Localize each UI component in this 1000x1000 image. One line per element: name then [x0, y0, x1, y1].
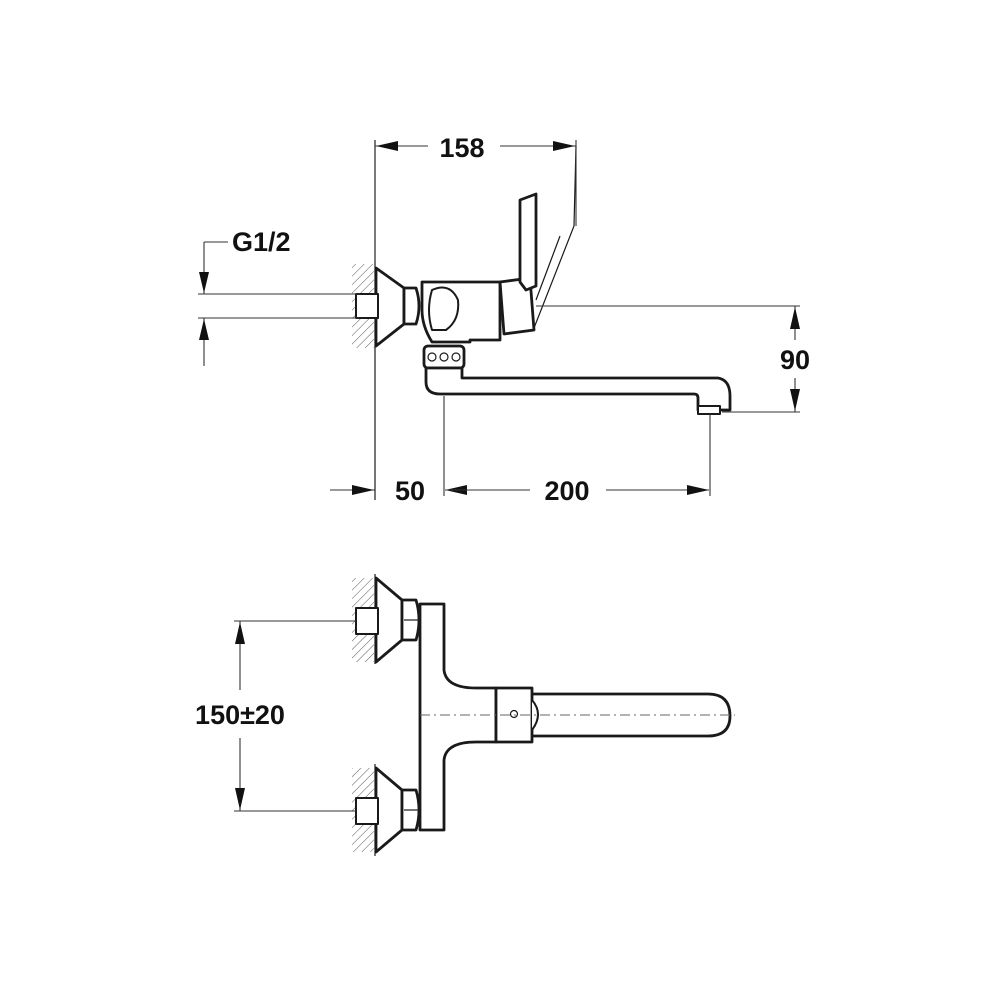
dim-158-arrow-right [553, 141, 575, 151]
inlet-pipe-lower [355, 797, 379, 825]
dim-158-arrow-left [376, 141, 398, 151]
aerator-side [697, 405, 721, 415]
escutcheon-side [374, 266, 406, 348]
collar-ring-3 [451, 352, 461, 362]
spout-side [424, 366, 732, 412]
lever-swing-ghost-2 [535, 235, 561, 301]
body-cutout-side [428, 286, 460, 331]
dim-150-label: 150±20 [195, 700, 285, 730]
escutcheon-upper [374, 576, 404, 664]
lever-handle-side [518, 192, 538, 292]
swivel-collar-side [422, 344, 466, 370]
dim-150-arrow-bottom [235, 788, 245, 810]
collar-ring-1 [427, 352, 437, 362]
dim-50-arrow-left [352, 485, 374, 495]
dim-g12-arrow-bottom [199, 319, 209, 340]
inlet-pipe-side [355, 293, 379, 319]
lever-swing-ghost [533, 145, 577, 329]
dim-150-arrow-top [235, 622, 245, 644]
inlet-pipe-upper [355, 607, 379, 635]
connection-nut-side [402, 286, 421, 326]
dim-g12-label: G1/2 [232, 227, 291, 257]
dim-158-label: 158 [439, 133, 484, 163]
dim-90-label: 90 [780, 345, 810, 375]
dim-200-arrow-right [687, 485, 709, 495]
dim-90-arrow-top [790, 307, 800, 329]
collar-ring-2 [439, 352, 449, 362]
dim-50-label: 50 [395, 476, 425, 506]
escutcheon-lower [374, 766, 404, 854]
dim-g12-arrow-top [199, 272, 209, 293]
dim-90-arrow-bottom [790, 389, 800, 411]
mixer-body-top [418, 602, 498, 832]
dim-200-label: 200 [544, 476, 589, 506]
top-view: 150±20 [195, 574, 735, 856]
side-view: 158 G1/2 90 50 200 [198, 133, 810, 506]
collar-hole-top [509, 709, 519, 719]
